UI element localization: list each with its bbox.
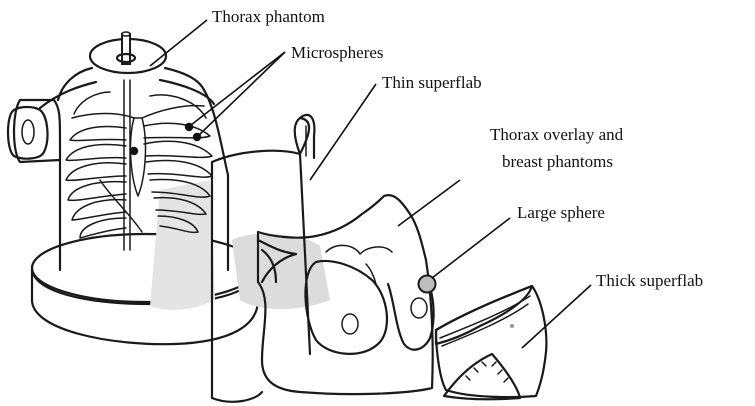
thick-superflab bbox=[436, 286, 546, 399]
label-microspheres: Microspheres bbox=[291, 42, 384, 63]
breast-collar bbox=[326, 245, 392, 254]
phantom-base bbox=[32, 268, 258, 344]
thorax-arm-hole bbox=[22, 120, 34, 144]
thorax-lung-left bbox=[74, 92, 110, 114]
label-large-sphere: Large sphere bbox=[517, 202, 605, 223]
pointer-thorax-phantom bbox=[150, 20, 207, 66]
label-thorax-phantom: Thorax phantom bbox=[212, 6, 325, 27]
pointer-large-sphere bbox=[432, 218, 510, 278]
thorax-shoulder-left bbox=[40, 82, 96, 108]
thorax-rod bbox=[122, 34, 130, 64]
breast-right-nipple bbox=[411, 298, 427, 318]
thorax-spine bbox=[124, 80, 130, 250]
thorax-phantom bbox=[8, 32, 258, 344]
pointer-thin-superflab bbox=[310, 84, 376, 180]
phantom-base-top bbox=[32, 234, 258, 302]
thorax-rod-top bbox=[122, 32, 130, 36]
thorax-clavicle-right bbox=[142, 106, 204, 118]
thorax-ribs-left bbox=[66, 127, 126, 239]
thick-superflab-dot bbox=[510, 324, 514, 328]
pointer-thick-superflab bbox=[522, 285, 591, 348]
thin-superflab-shadow bbox=[232, 234, 330, 309]
pointer-breast-phantom bbox=[398, 180, 460, 226]
thorax-sternum bbox=[131, 118, 146, 196]
breast-chest-line bbox=[366, 264, 376, 284]
breast-left-nipple bbox=[342, 314, 358, 334]
thick-superflab-top bbox=[436, 286, 532, 344]
microsphere-dot-1 bbox=[130, 147, 138, 155]
label-thick-superflab: Thick superflab bbox=[596, 270, 703, 291]
label-thorax-overlay-line1: Thorax overlay and bbox=[490, 124, 623, 145]
pointer-microsphere-a bbox=[191, 52, 285, 125]
pointer-microsphere-b bbox=[199, 52, 285, 135]
label-thin-superflab: Thin superflab bbox=[382, 72, 482, 93]
label-thorax-overlay-line2: breast phantoms bbox=[502, 151, 613, 172]
